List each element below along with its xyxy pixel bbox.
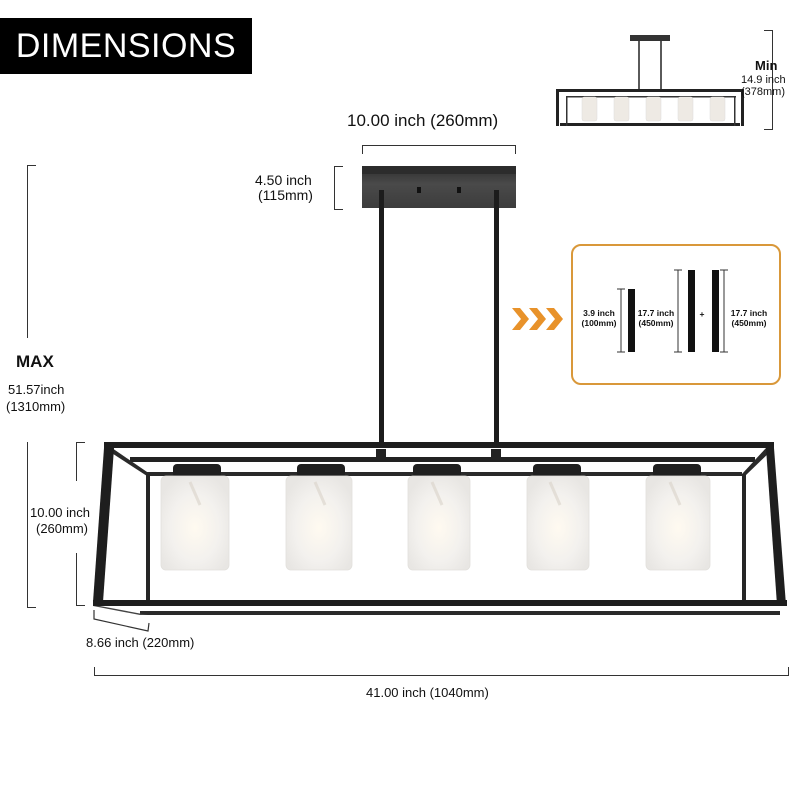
min-height-inch: 14.9 inch (741, 74, 786, 86)
frame-height-mm: (260mm) (36, 521, 89, 536)
extension-rods-panel (571, 244, 781, 385)
max-height-mm: (1310mm) (6, 399, 66, 414)
frame-height-bracket-top (76, 442, 85, 481)
rod-long1-mm: (450mm) (638, 318, 674, 328)
rod-long2-inch: 17.7 inch (730, 308, 768, 318)
max-height-inch: 51.57inch (8, 382, 65, 397)
rod-short-inch: 3.9 inch (583, 308, 615, 318)
rod-short-mm: (100mm) (581, 318, 617, 328)
frame-depth-label: 8.66 inch (220mm) (86, 635, 195, 650)
min-height-mm: (378mm) (741, 86, 786, 98)
max-height-bracket-top (27, 165, 36, 338)
dimensions-title: DIMENSIONS (0, 18, 252, 74)
canopy-width-label: 10.00 inch (260mm) (347, 111, 499, 130)
triple-chevron-right-icon (512, 305, 566, 333)
rod-long2-mm: (450mm) (731, 318, 767, 328)
extension-rods-drawing (571, 244, 781, 385)
canopy-depth-mm: (115mm) (258, 187, 313, 203)
thumbnail-fixture-illustration (556, 35, 744, 126)
frame-height-bracket-bottom (76, 553, 85, 606)
min-height-heading: Min (755, 58, 778, 73)
max-height-bracket-bottom (27, 442, 36, 608)
frame-length-bracket (94, 667, 789, 676)
canopy-depth-bracket (334, 166, 343, 210)
max-height-heading: MAX (16, 352, 54, 371)
rod-plus-sign: + (699, 309, 705, 319)
canopy-depth-inch: 4.50 inch (255, 172, 312, 188)
canopy-width-bracket (362, 145, 516, 154)
frame-height-inch: 10.00 inch (30, 505, 90, 520)
min-height-bracket (764, 30, 773, 130)
min-height-thumbnail (548, 28, 748, 133)
frame-length-label: 41.00 inch (1040mm) (366, 685, 489, 700)
rod-long1-inch: 17.7 inch (637, 308, 675, 318)
